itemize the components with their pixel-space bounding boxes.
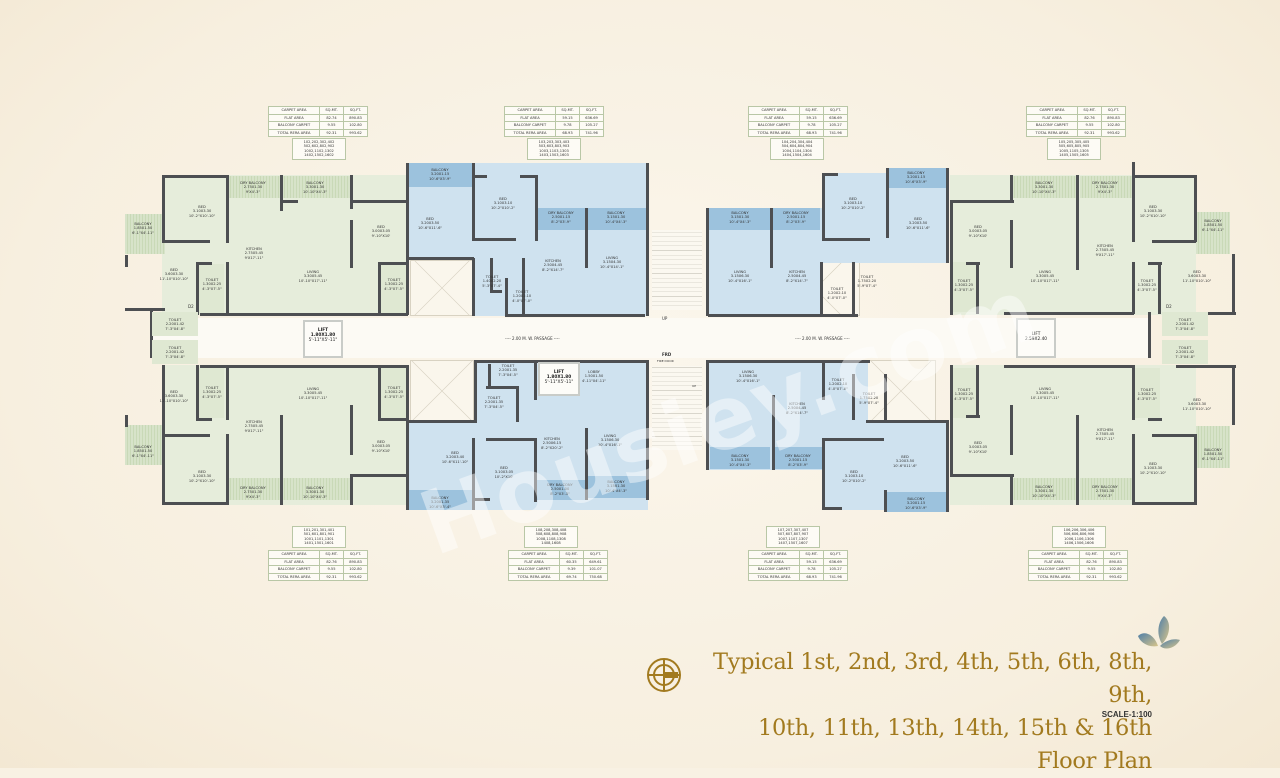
- toilet: [952, 262, 978, 312]
- toilet: [152, 340, 198, 364]
- balcony: [282, 176, 352, 198]
- dry-balcony: [228, 478, 280, 500]
- north-compass-icon: [646, 657, 682, 693]
- flat-105: [950, 175, 1162, 315]
- balcony: [1196, 426, 1230, 468]
- dry-balcony: [536, 480, 586, 500]
- balcony: [1012, 176, 1078, 198]
- dry-balcony: [1080, 478, 1132, 500]
- dry-balcony: [772, 208, 820, 230]
- dry-balcony: [774, 447, 822, 469]
- door-tag: D2: [188, 304, 194, 309]
- passage-label-left: ---- 2.00 M. W. PASSAGE ----: [505, 336, 560, 341]
- staircase-down: [652, 366, 702, 450]
- scale-label: SCALE-1:100: [1101, 710, 1152, 719]
- dry-balcony: [538, 208, 586, 230]
- duct-shaft: [410, 360, 474, 422]
- balcony: [708, 208, 770, 230]
- title-line-2: 10th, 11th, 13th, 14th, 15th & 16th Floo…: [757, 715, 1152, 774]
- dry-balcony: [1080, 176, 1132, 198]
- balcony: [710, 447, 770, 469]
- door-tag: D2: [1166, 304, 1172, 309]
- balcony: [408, 163, 472, 187]
- toilet: [1162, 312, 1208, 336]
- balcony: [1012, 478, 1078, 500]
- duct-shaft: [866, 360, 936, 422]
- lift-right: [1016, 318, 1056, 358]
- balcony: [125, 425, 165, 465]
- passage-label-right: ---- 2.00 M. W. PASSAGE ----: [795, 336, 850, 341]
- toilet: [152, 312, 198, 336]
- fire-door-label: FRD: [662, 352, 672, 357]
- toilet: [1134, 368, 1160, 418]
- balcony: [588, 208, 646, 230]
- floor-plan-title: Typical 1st, 2nd, 3rd, 4th, 5th, 6th, 8t…: [710, 646, 1152, 778]
- dry-balcony: [228, 176, 280, 198]
- balcony: [588, 476, 646, 498]
- toilet: [198, 368, 224, 418]
- toilet: [380, 368, 406, 418]
- toilet: [380, 264, 406, 314]
- toilet: [952, 368, 978, 418]
- stair-up-label: UP: [662, 316, 668, 321]
- balcony: [888, 168, 946, 188]
- balcony: [1196, 212, 1230, 254]
- lift-center: [538, 362, 580, 396]
- flat-104-beds: [822, 173, 948, 263]
- duct-shaft: [410, 260, 474, 316]
- title-line-1: Typical 1st, 2nd, 3rd, 4th, 5th, 6th, 8t…: [712, 649, 1152, 708]
- lift-left: [303, 320, 343, 358]
- balcony: [282, 478, 352, 500]
- balcony: [125, 214, 165, 254]
- flat-103-lower: [474, 258, 648, 316]
- toilet: [1162, 340, 1208, 364]
- brand-logo-icon: [1134, 612, 1184, 662]
- balcony: [886, 492, 946, 512]
- flat-105-bed: [1132, 175, 1196, 315]
- balcony: [408, 490, 472, 510]
- toilet: [198, 264, 224, 314]
- staircase-up: [652, 230, 702, 310]
